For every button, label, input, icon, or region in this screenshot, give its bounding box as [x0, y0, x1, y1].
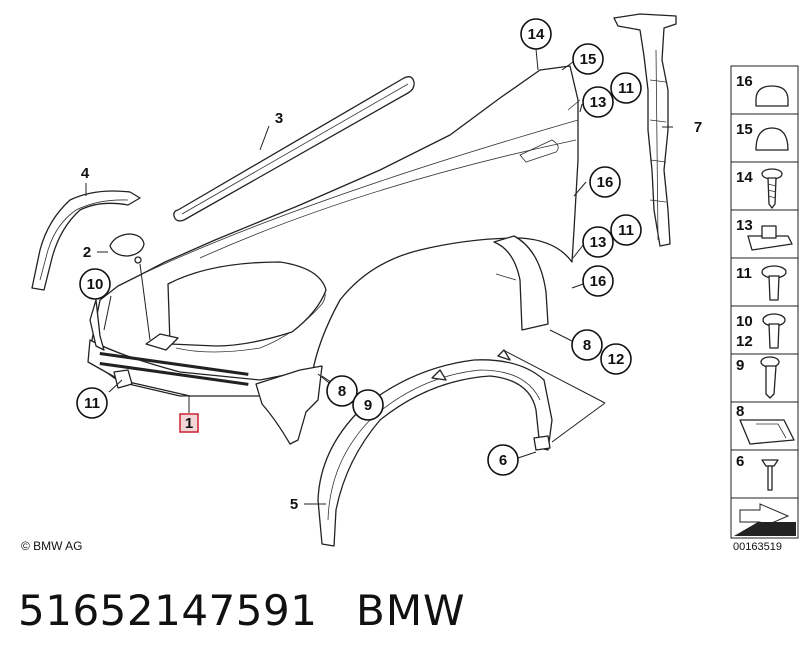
- fastener-side-panel: 16 15 14 13 11: [730, 65, 799, 539]
- label-1: 1: [185, 415, 193, 432]
- rivet-icon: [761, 459, 779, 467]
- diagram-id: 00163519: [733, 541, 782, 553]
- callout-label: 12: [608, 351, 625, 368]
- callout-9-left: 9: [352, 389, 384, 421]
- callout-16-top: 16: [589, 166, 621, 198]
- callout-8-right: 8: [571, 329, 603, 361]
- callout-14: 14: [520, 18, 552, 50]
- wedge-icon: [734, 522, 796, 536]
- side-item-9: 9: [730, 353, 799, 403]
- callout-label: 13: [590, 94, 607, 111]
- dome-cap-icon: [755, 127, 789, 151]
- callout-label: 11: [618, 222, 634, 239]
- label-3: 3: [275, 110, 283, 127]
- side-item-label: 15: [736, 121, 753, 138]
- leader-lines: [85, 48, 673, 505]
- cap-part-2: [109, 233, 145, 264]
- callout-10: 10: [79, 268, 111, 300]
- callout-16-mid: 16: [582, 265, 614, 297]
- callout-label: 16: [590, 273, 607, 290]
- callout-8-left: 8: [326, 375, 358, 407]
- callout-label: 11: [618, 80, 634, 97]
- side-item-label: 16: [736, 73, 753, 90]
- side-item-10-12: 10 12: [730, 305, 799, 355]
- callout-11-mid: 11: [610, 214, 642, 246]
- label-2: 2: [83, 244, 91, 261]
- side-item-15: 15: [730, 113, 799, 163]
- side-item-6: 6: [730, 449, 799, 499]
- callout-12-right: 12: [600, 343, 632, 375]
- side-item-sublabel: 12: [736, 333, 753, 350]
- side-item-label: 14: [736, 169, 753, 186]
- callout-13-mid: 13: [582, 226, 614, 258]
- part-number: 51652147591: [18, 586, 318, 635]
- wheel-arch-trim-part: [317, 349, 553, 547]
- callout-label: 6: [499, 452, 507, 469]
- side-item-11: 11: [730, 257, 799, 307]
- callout-label: 10: [87, 276, 104, 293]
- side-item-13: 13: [730, 209, 799, 259]
- side-item-label: 9: [736, 357, 744, 374]
- louvre-hatching: [99, 352, 249, 386]
- brand-name: BMW: [356, 586, 466, 635]
- highlighted-part-label: 1: [179, 413, 199, 433]
- copyright-notice: © BMW AG: [21, 539, 83, 553]
- callout-label: 15: [580, 51, 597, 68]
- side-item-14: 14: [730, 161, 799, 211]
- callout-label: 16: [597, 174, 614, 191]
- callout-label: 13: [590, 234, 607, 251]
- callout-13-top: 13: [582, 86, 614, 118]
- callout-label: 11: [84, 395, 100, 412]
- arrow-symbol-box: [730, 497, 799, 539]
- callout-6: 6: [487, 444, 519, 476]
- side-item-16: 16: [730, 65, 799, 115]
- trim-strip-part: [173, 76, 415, 222]
- side-item-label: 8: [736, 403, 744, 420]
- callout-11-left: 11: [76, 387, 108, 419]
- label-4: 4: [81, 165, 90, 182]
- cap-icon: [755, 85, 789, 107]
- label-5: 5: [290, 496, 298, 513]
- front-fender-part: [87, 65, 581, 445]
- callout-label: 8: [338, 383, 346, 400]
- side-item-label: 11: [736, 265, 752, 282]
- seal-strip-part-7: [613, 13, 677, 247]
- callout-label: 8: [583, 337, 591, 354]
- label-7: 7: [694, 119, 702, 136]
- callout-11-top: 11: [610, 72, 642, 104]
- bracket-part-4: [31, 190, 141, 291]
- side-item-label: 10: [736, 313, 753, 330]
- spring-nut-icon: [739, 419, 795, 445]
- side-item-label: 6: [736, 453, 744, 470]
- side-item-label: 13: [736, 217, 753, 234]
- side-item-8: 8: [730, 401, 799, 451]
- callout-15: 15: [572, 43, 604, 75]
- callout-label: 9: [364, 397, 372, 414]
- callout-label: 14: [528, 26, 545, 43]
